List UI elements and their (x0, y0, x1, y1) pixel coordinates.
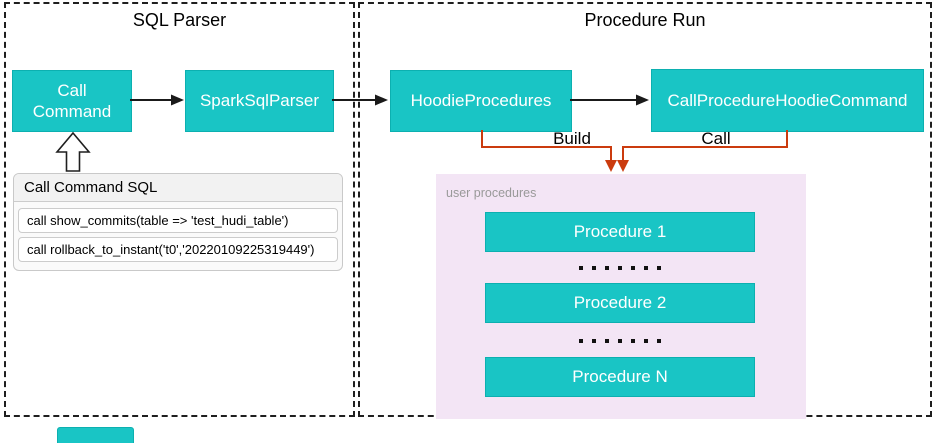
section-sql-parser: SQL Parser (4, 2, 355, 417)
user-procedures-label: user procedures (446, 186, 537, 200)
cutoff-node (57, 427, 134, 443)
sql-row: call show_commits(table => 'test_hudi_ta… (18, 208, 338, 233)
node-call-command: Call Command (12, 70, 132, 132)
node-label: CallProcedureHoodieCommand (667, 90, 908, 110)
edge-label-call: Call (701, 129, 731, 148)
node-label: HoodieProcedures (410, 91, 552, 111)
node-label: SparkSqlParser (199, 91, 320, 111)
node-label: Procedure 2 (573, 293, 667, 312)
sql-example-panel: Call Command SQL call show_commits(table… (13, 173, 343, 271)
user-procedures-container: user procedures Procedure 1 Procedure 2 … (436, 174, 806, 419)
sql-panel-title: Call Command SQL (14, 174, 342, 202)
section-title-procedure-run: Procedure Run (584, 10, 706, 30)
node-procedure-n: Procedure N (485, 357, 755, 397)
node-hoodie-procedures: HoodieProcedures (390, 70, 572, 132)
ellipsis-dots-icon (485, 339, 755, 343)
node-procedure-2: Procedure 2 (485, 283, 755, 323)
sql-rows: call show_commits(table => 'test_hudi_ta… (14, 202, 342, 270)
sql-row: call rollback_to_instant('t0','202201092… (18, 237, 338, 262)
edge-label-build: Build (553, 129, 591, 148)
ellipsis-dots-icon (485, 266, 755, 270)
node-label: Procedure N (572, 367, 668, 386)
section-title-sql-parser: SQL Parser (132, 10, 227, 30)
node-procedure-1: Procedure 1 (485, 212, 755, 252)
node-call-procedure-hoodie-command: CallProcedureHoodieCommand (651, 69, 924, 132)
node-spark-sql-parser: SparkSqlParser (185, 70, 334, 132)
node-label: Call Command (32, 80, 112, 121)
node-label: Procedure 1 (573, 222, 667, 241)
